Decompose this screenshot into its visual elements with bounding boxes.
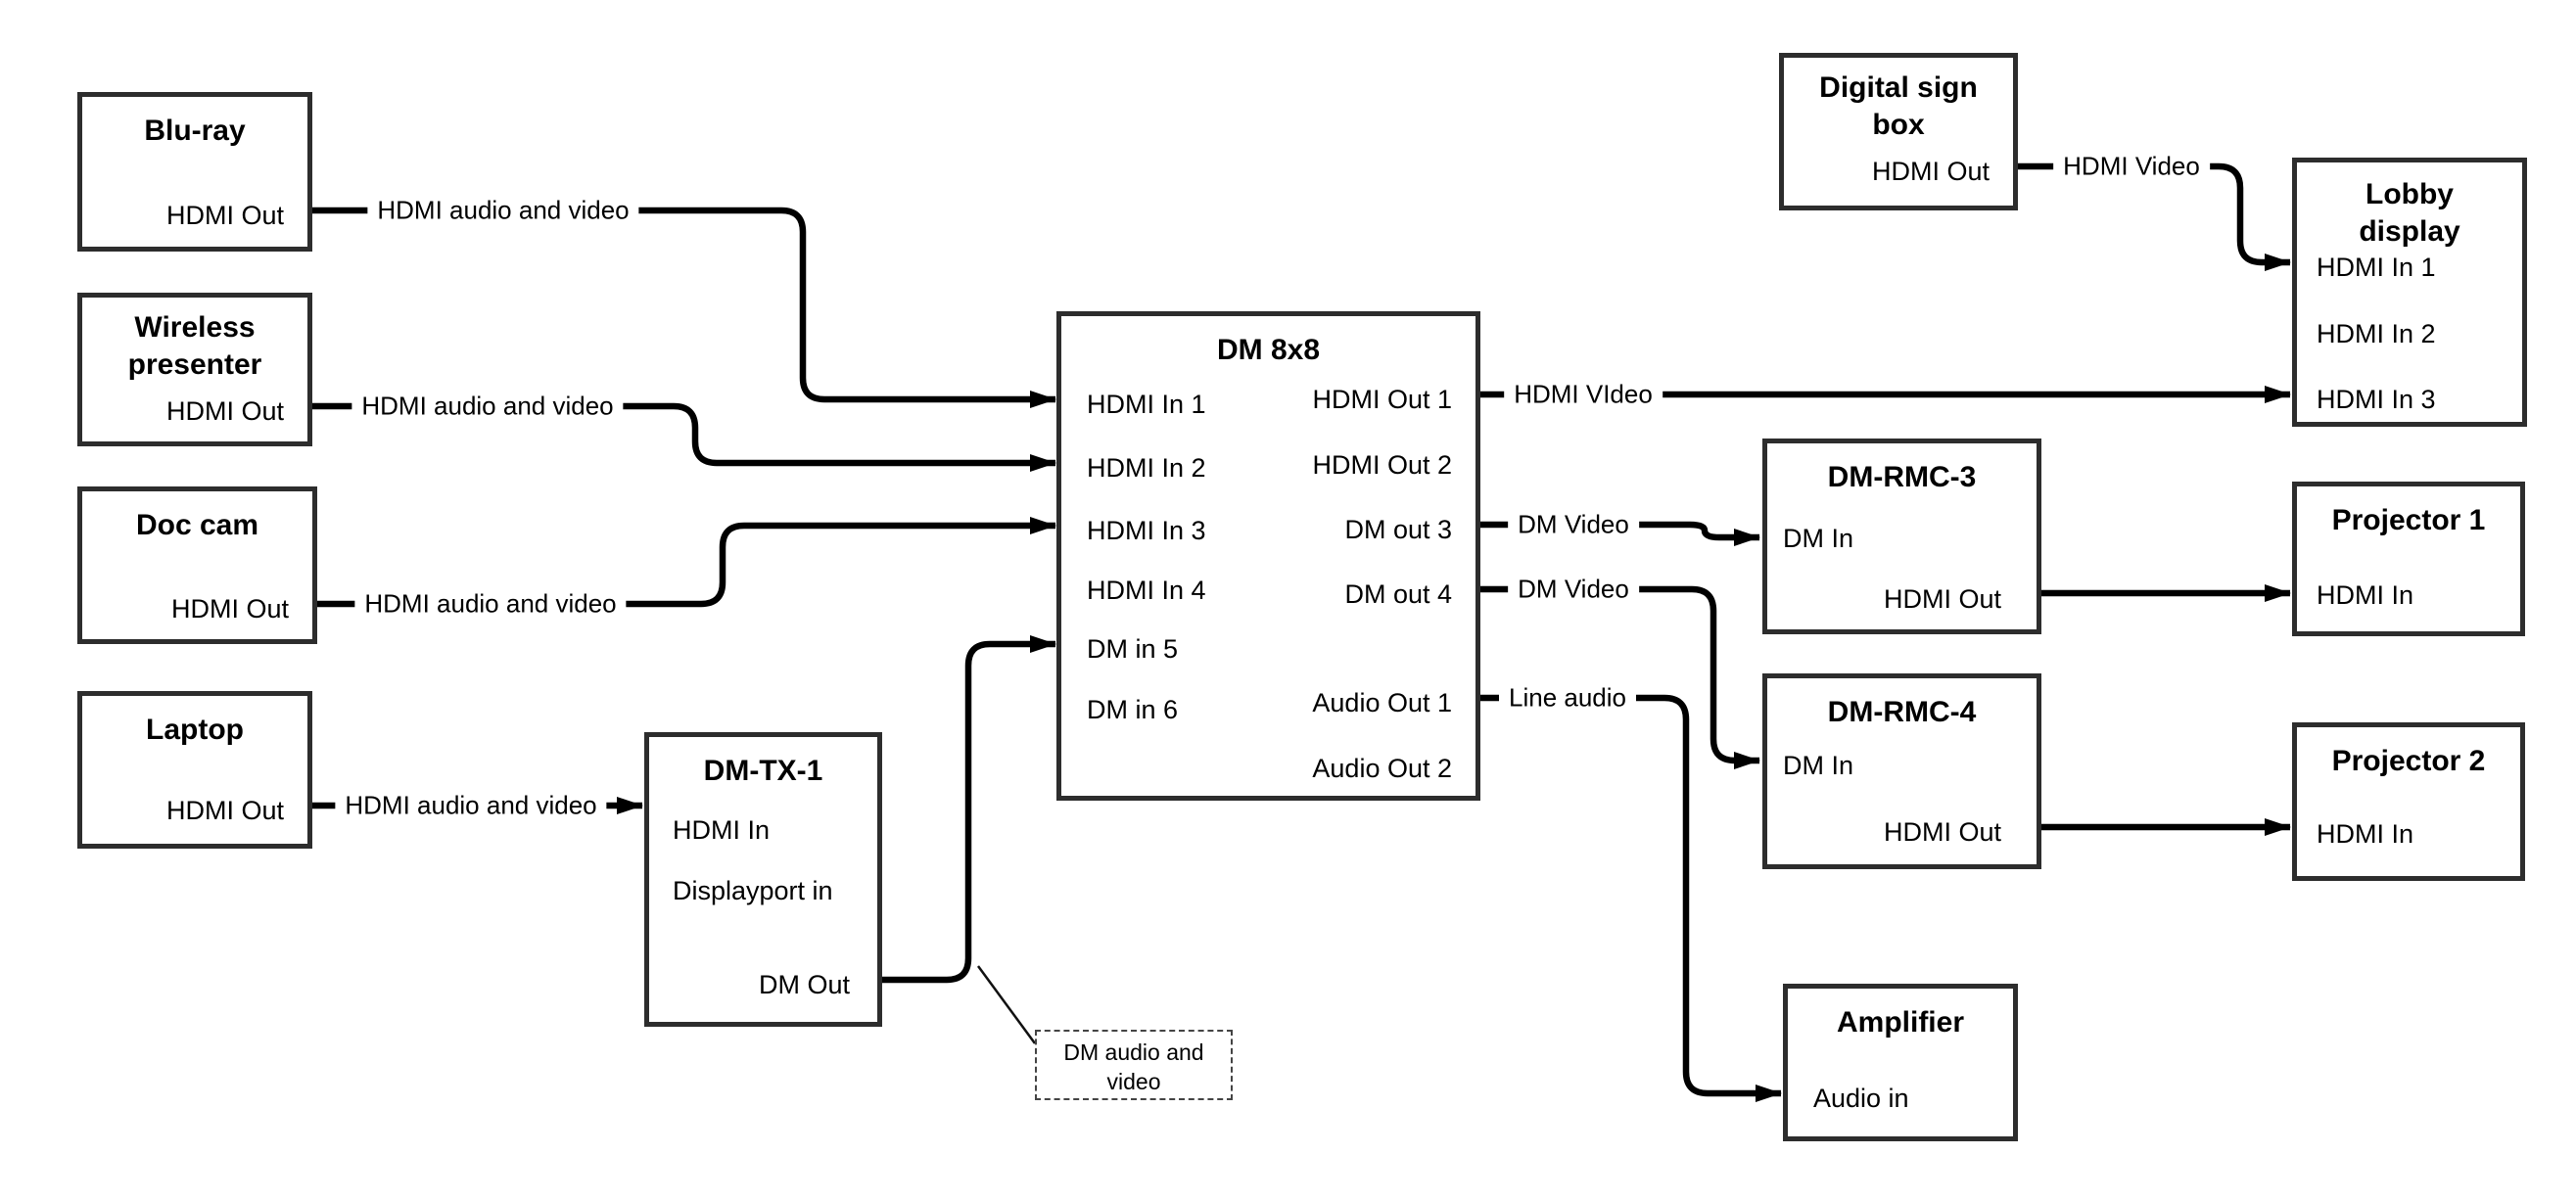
port-dm8x8-dm-out-4: DM out 4: [1344, 579, 1452, 609]
port-doccam-hdmi-out: HDMI Out: [170, 594, 289, 624]
node-lobby-display: Lobby display HDMI In 1 HDMI In 2 HDMI I…: [2292, 158, 2527, 427]
node-title: Laptop: [146, 714, 244, 746]
port-laptop-hdmi-out: HDMI Out: [165, 796, 284, 825]
port-lobby-hdmi-in-3: HDMI In 3: [2317, 385, 2436, 414]
port-dmtx1-displayport-in: Displayport in: [673, 876, 833, 905]
port-amp-audio-in: Audio in: [1813, 1084, 1909, 1113]
edge-label-hdmi-out1: HDMI VIdeo: [1504, 379, 1663, 410]
port-dm8x8-hdmi-out-2: HDMI Out 2: [1312, 450, 1452, 480]
node-title: Projector 1: [2331, 504, 2486, 536]
node-title: DM-RMC-3: [1827, 461, 1977, 493]
port-dm8x8-dm-in-5: DM in 5: [1087, 634, 1179, 664]
node-title: Lobby display: [2359, 178, 2460, 248]
edge-label-laptop: HDMI audio and video: [335, 790, 607, 821]
node-digital-sign-box: Digital sign box HDMI Out: [1779, 53, 2018, 210]
port-dm8x8-hdmi-in-1: HDMI In 1: [1087, 390, 1206, 419]
edge-label-audio-out1: Line audio: [1499, 682, 1636, 714]
node-bluray: Blu-ray HDMI Out: [77, 92, 312, 252]
node-dm-tx-1: DM-TX-1 HDMI In Displayport in DM Out: [644, 732, 882, 1027]
node-doc-cam: Doc cam HDMI Out: [77, 486, 317, 644]
port-dm8x8-hdmi-in-3: HDMI In 3: [1087, 516, 1206, 545]
port-dmrmc4-hdmi-out: HDMI Out: [1883, 817, 2001, 847]
edge-label-bluray: HDMI audio and video: [367, 195, 639, 226]
note-leader-line: [976, 965, 1037, 1044]
node-dm-rmc-3: DM-RMC-3 DM In HDMI Out: [1762, 439, 2041, 634]
edge-label-dm-out3: DM Video: [1508, 509, 1639, 540]
node-title: Amplifier: [1836, 1006, 1965, 1039]
port-dmtx1-hdmi-in: HDMI In: [673, 815, 771, 845]
port-dm8x8-audio-out-2: Audio Out 2: [1312, 754, 1452, 783]
port-dm8x8-hdmi-out-1: HDMI Out 1: [1312, 385, 1452, 414]
node-dm-8x8: DM 8x8 HDMI In 1 HDMI In 2 HDMI In 3 HDM…: [1056, 311, 1480, 801]
port-lobby-hdmi-in-2: HDMI In 2: [2317, 319, 2436, 348]
edge-label-doccam: HDMI audio and video: [354, 588, 627, 620]
port-dm8x8-audio-out-1: Audio Out 1: [1312, 688, 1452, 717]
node-title: Blu-ray: [144, 115, 246, 147]
port-dmrmc3-dm-in: DM In: [1783, 524, 1854, 553]
port-digisign-hdmi-out: HDMI Out: [1871, 157, 1990, 186]
node-title: Wireless presenter: [127, 311, 262, 381]
edge-bluray-to-dm8x8-in1: [312, 207, 1056, 408]
node-title: DM-TX-1: [703, 755, 823, 787]
port-dm8x8-hdmi-in-4: HDMI In 4: [1087, 576, 1206, 605]
edge-digisign-to-lobby-in1: [2018, 162, 2291, 271]
port-dmrmc3-hdmi-out: HDMI Out: [1883, 584, 2001, 614]
edge-dm8x8-out3-to-dmrmc3: [1480, 521, 1760, 546]
node-projector-2: Projector 2 HDMI In: [2292, 722, 2525, 881]
port-dm8x8-dm-out-3: DM out 3: [1344, 515, 1452, 544]
node-projector-1: Projector 1 HDMI In: [2292, 482, 2525, 636]
node-title: Digital sign box: [1819, 71, 1978, 141]
port-dm8x8-hdmi-in-2: HDMI In 2: [1087, 453, 1206, 483]
port-bluray-hdmi-out: HDMI Out: [165, 201, 284, 230]
edge-label-dm-out4: DM Video: [1508, 574, 1639, 605]
edge-label-digisign: HDMI Video: [2053, 151, 2210, 182]
node-laptop: Laptop HDMI Out: [77, 691, 312, 849]
edge-dm8x8-aout1-to-amp: [1480, 694, 1782, 1102]
edge-doccam-to-dm8x8-in3: [317, 517, 1056, 608]
edge-dm8x8-out4-to-dmrmc4: [1480, 585, 1760, 769]
node-wireless-presenter: Wireless presenter HDMI Out: [77, 293, 312, 446]
node-title: Doc cam: [135, 509, 259, 541]
node-dm-rmc-4: DM-RMC-4 DM In HDMI Out: [1762, 673, 2041, 869]
port-lobby-hdmi-in-1: HDMI In 1: [2317, 253, 2436, 282]
node-title: DM-RMC-4: [1827, 696, 1977, 728]
port-proj1-hdmi-in: HDMI In: [2317, 580, 2414, 610]
port-wireless-hdmi-out: HDMI Out: [165, 396, 284, 426]
port-dm8x8-dm-in-6: DM in 6: [1087, 695, 1179, 724]
note-dm-audio-and-video: DM audio and video: [1035, 1030, 1233, 1100]
edge-dmtx1-to-dm8x8-in5: [882, 635, 1056, 984]
port-dmrmc4-dm-in: DM In: [1783, 751, 1854, 780]
node-title: DM 8x8: [1216, 334, 1321, 366]
edge-label-wireless: HDMI audio and video: [351, 391, 624, 422]
node-title: Projector 2: [2331, 745, 2486, 777]
port-dmtx1-dm-out: DM Out: [758, 970, 850, 999]
node-amplifier: Amplifier Audio in: [1783, 984, 2018, 1141]
port-proj2-hdmi-in: HDMI In: [2317, 819, 2414, 849]
edge-wireless-to-dm8x8-in2: [312, 402, 1056, 472]
